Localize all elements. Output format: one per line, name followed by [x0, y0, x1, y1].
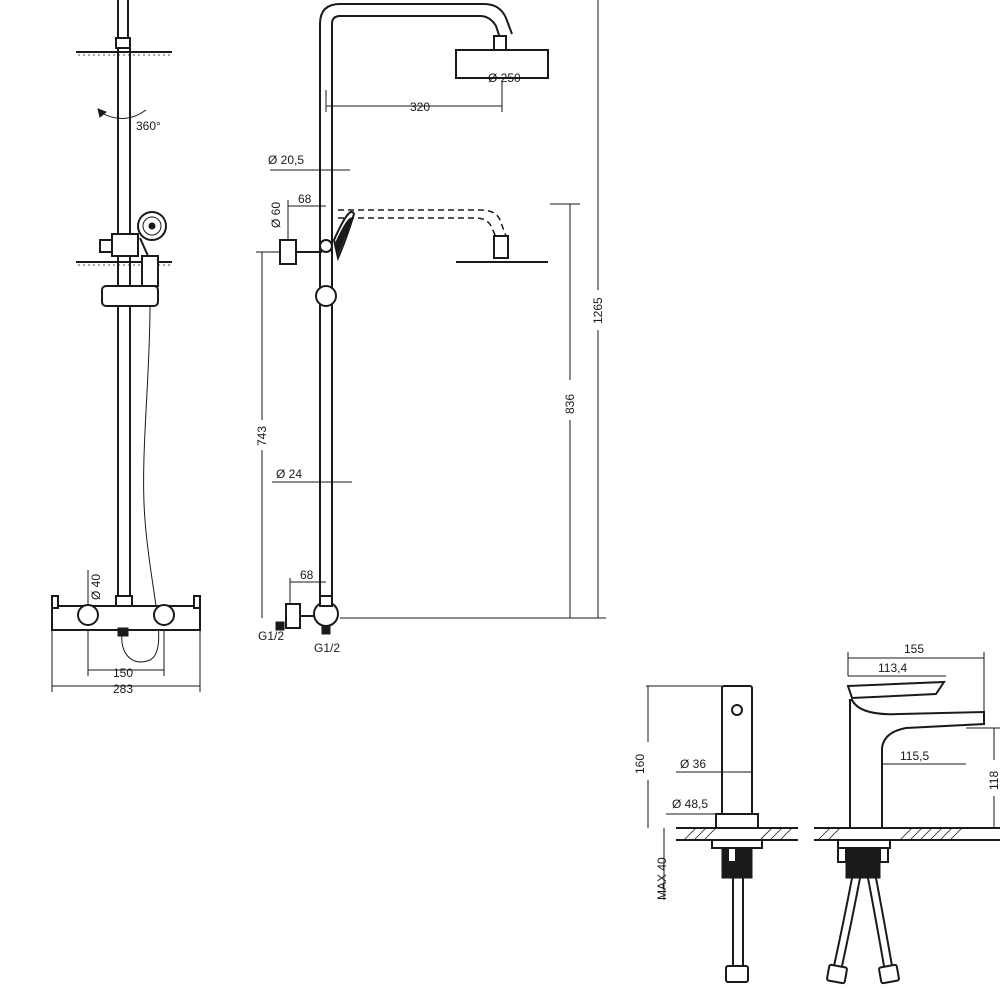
spout-height-label: 118: [987, 771, 1000, 790]
total-depth-label: 155: [904, 642, 924, 656]
inlet-spacing-label: 150: [113, 666, 133, 680]
inlet-right-label: G1/2: [314, 641, 340, 655]
counter-hatch-left: [683, 827, 793, 841]
side-view-shower-column: Ø 250 320 Ø 20,5 68 Ø 60 Ø 24 743: [255, 0, 606, 655]
holder-offset-label: 68: [298, 192, 312, 206]
rail-diameter-label: Ø 24: [276, 467, 302, 481]
pipe-diameter-label: Ø 40: [89, 574, 103, 600]
front-view-shower-column: 360° Ø 40 150 283: [51, 0, 201, 696]
max-deck-label: MAX 40: [655, 857, 669, 900]
faucet-front-view: 160 Ø 36 Ø 48,5 MAX 40: [633, 685, 798, 983]
holder-diameter-label: Ø 60: [269, 202, 283, 228]
bottom-offset-label: 68: [300, 568, 314, 582]
body-diameter-label: Ø 36: [680, 757, 706, 771]
inner-height-label: 836: [563, 394, 577, 414]
arm-length-label: 320: [410, 100, 430, 114]
faucet-side-view: 155 113,4 115,5 118: [814, 642, 1000, 985]
inlet-left-label: G1/2: [258, 629, 284, 643]
rotation-label: 360°: [136, 119, 161, 133]
total-height-label: 1265: [591, 297, 605, 324]
faucet-height-label: 160: [633, 754, 647, 774]
riser-diameter-label: Ø 20,5: [268, 153, 304, 167]
head-diameter-label: Ø 250: [488, 71, 521, 85]
rail-height-label: 743: [255, 426, 269, 446]
base-diameter-label: Ø 48,5: [672, 797, 708, 811]
spout-reach-label: 115,5: [900, 749, 929, 763]
counter-hatch-right: [817, 827, 963, 841]
lever-depth-label: 113,4: [878, 661, 907, 675]
overall-width-label: 283: [113, 682, 133, 696]
